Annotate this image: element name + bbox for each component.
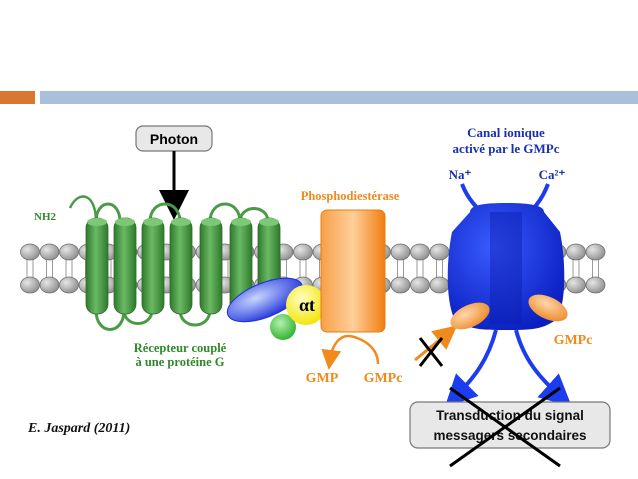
lipid-head [429,243,450,261]
gmpc-to-channel-arrow [414,325,458,362]
alpha-t-label: αt [299,295,315,315]
photon-label: Photon [150,131,198,147]
receptor-helix-3 [141,217,165,315]
phosphodiesterase-body [320,209,386,333]
g-protein: αt [226,277,326,340]
lipid-head [585,243,606,261]
lipid-head [59,276,79,294]
g-protein-beta-subunit [226,277,304,323]
calcium-ion-label: Ca²⁺ [539,167,566,182]
gmpc-label-right: GMPc [554,333,593,348]
phosphodiesterase-label: Phosphodiestérase [301,189,400,203]
lipid-head [390,276,411,294]
receptor-label-line2: à une protéine G [135,355,224,369]
lipid-head [390,243,411,261]
receptor-helix-cap [171,218,191,226]
receptor-helix-1 [85,217,109,315]
header-accent-orange [0,91,35,104]
lipid-head [293,243,313,261]
receptor-helix-cap [259,218,279,226]
ion-channel-pore [490,212,522,324]
g-protein-alpha-t-subunit [286,285,326,325]
lipid-head [410,276,430,294]
lipid-head [566,243,586,261]
signal-transduction-line2: messagers secondaires [433,428,586,443]
nh2-terminus-label: NH2 [34,211,57,223]
lipid-head [410,243,430,261]
lipid-head [20,276,40,294]
header-accent-blue [40,91,638,104]
blocked-cross-small [418,337,444,367]
gmpc-binding-site-right [528,294,568,322]
receptor-helix-cap [115,218,135,226]
sodium-ion-label: Na⁺ [449,167,472,182]
receptor-helices [85,217,281,315]
receptor-helix-cap [87,218,107,226]
lipid-head [39,276,60,294]
lipid-head [59,243,79,261]
g-protein-gamma-subunit [270,314,296,340]
gmpc-binding-site-left [450,302,490,330]
lipid-head [585,276,606,294]
gmp-label: GMP [306,371,339,386]
author-credit: E. Jaspard (2011) [27,421,130,436]
lipid-head [566,276,586,294]
receptor-helix-4 [169,217,193,315]
blocked-cross-large [449,386,561,468]
receptor-helix-cap [231,218,251,226]
photon-label-box: Photon [135,125,213,152]
phosphodiesterase: Phosphodiestérase GMP GMPc [301,189,403,386]
receptor-helix-cap [143,218,163,226]
receptor-label-line1: Récepteur couplé [134,341,227,355]
cgmp-gated-ion-channel: Canal ionique activé par le GMPc Na⁺ Ca²… [444,125,593,408]
lipid-head [39,243,60,261]
lipid-head [20,243,40,261]
receptor-n-terminus [68,195,98,223]
gmpc-hydrolysis-arrow [321,334,380,370]
channel-label-line2: activé par le GMPc [453,141,560,156]
receptor-helix-5 [199,217,223,315]
receptor-helix-2 [113,217,137,315]
receptor-helix-cap [201,218,221,226]
gmpc-label-bottom: GMPc [364,371,403,386]
g-protein-coupled-receptor [68,195,281,331]
ion-efflux-arrow-left [444,329,498,408]
signal-transduction-line1: Transduction du signal [436,408,584,423]
lipid-head [429,276,450,294]
channel-label-line1: Canal ionique [467,125,545,140]
